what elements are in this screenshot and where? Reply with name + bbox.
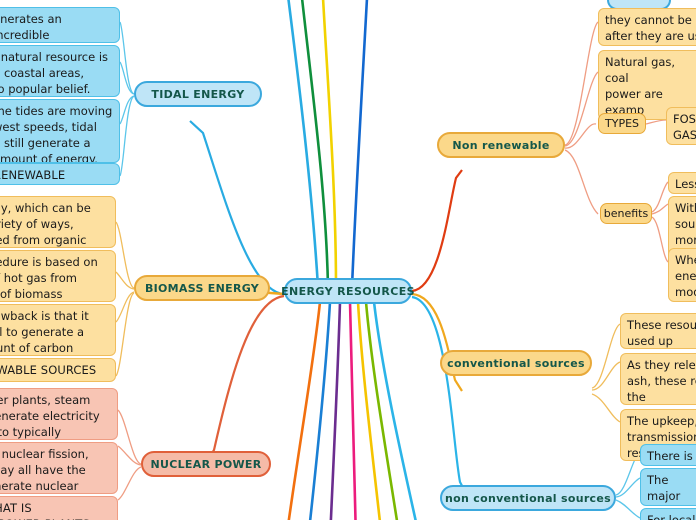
note-benefits-1[interactable]: Less — [668, 172, 696, 194]
note-nuclear-1[interactable]: wer plants, steam generate electricity y… — [0, 388, 118, 440]
branch-biomass-energy[interactable]: BIOMASS ENERGY — [134, 275, 270, 301]
branch-non-conventional-sources[interactable]: non conventional sources — [440, 485, 616, 511]
note-biomass-4[interactable]: EWABLE SOURCES — [0, 358, 116, 382]
subnode-benefits[interactable]: benefits — [600, 203, 652, 224]
note-conventional-1[interactable]: These resou used up — [620, 313, 696, 349]
note-nuclear-2[interactable]: n, nuclear fission, ecay all have the en… — [0, 442, 118, 494]
note-benefits-3[interactable]: Whe ener mod — [668, 248, 696, 302]
note-types-fossil[interactable]: FOS GAS — [666, 107, 696, 145]
note-tidal-1[interactable]: enerates an incredible energy — [0, 7, 120, 43]
note-biomass-3[interactable]: rawback is that it ial to generate a oun… — [0, 304, 116, 356]
note-non-renewable-1[interactable]: they cannot be r after they are us — [598, 8, 696, 46]
note-non-conventional-3[interactable]: For local u — [640, 508, 696, 520]
note-biomass-2[interactable]: cedure is based on of hot gas from n of … — [0, 250, 116, 302]
note-tidal-3[interactable]: the tides are moving west speeds, tidal … — [0, 99, 120, 163]
note-biomass-1[interactable]: rgy, which can be ariety of ways, ced fr… — [0, 196, 116, 248]
subnode-types[interactable]: TYPES — [598, 113, 646, 134]
note-tidal-2[interactable]: f natural resource is n coastal areas, t… — [0, 45, 120, 97]
central-topic[interactable]: ENERGY RESOURCES — [281, 278, 415, 304]
note-non-conventional-1[interactable]: There is no — [640, 444, 696, 466]
note-non-conventional-2[interactable]: The major resources — [640, 468, 696, 506]
note-tidal-4[interactable]: RENEWABLE SOURCE — [0, 163, 120, 185]
branch-non-renewable[interactable]: Non renewable — [437, 132, 565, 158]
branch-tidal-energy[interactable]: TIDAL ENERGY — [134, 81, 262, 107]
branch-nuclear-power[interactable]: NUCLEAR POWER — [141, 451, 271, 477]
note-nuclear-3[interactable]: THAT IS Y POWER PLANTS E — [0, 496, 118, 520]
branch-conventional-sources[interactable]: conventional sources — [440, 350, 592, 376]
